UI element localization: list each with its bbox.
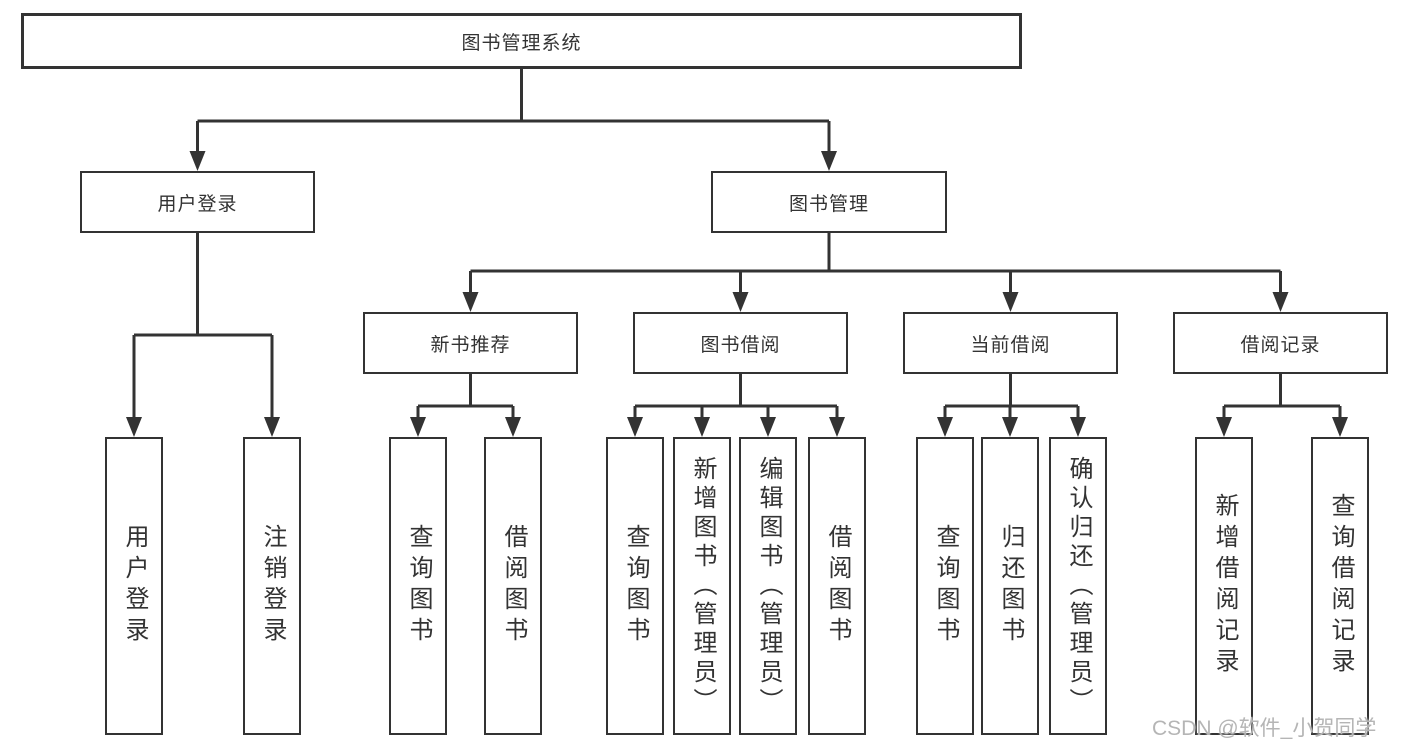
node-user-login: 用户登录 — [80, 171, 315, 233]
leaf-query-borrow-record: 查询借阅记录 — [1311, 437, 1369, 735]
node-label: 当前借阅 — [970, 334, 1051, 356]
node-label: 查询图书 — [405, 524, 432, 648]
node-label: 借阅记录 — [1240, 334, 1321, 356]
node-label: 借阅图书 — [824, 524, 851, 648]
node-label: 图书借阅 — [700, 334, 781, 356]
node-label: 新书推荐 — [430, 334, 511, 356]
node-label: 新增图书（管理员） — [689, 455, 716, 717]
csdn-watermark: CSDN @软件_小贺同学 — [1152, 717, 1377, 740]
node-label: 归还图书 — [997, 524, 1024, 648]
node-label: 查询图书 — [932, 524, 959, 648]
node-label: 确认归还（管理员） — [1065, 455, 1092, 717]
leaf-confirm-return-admin: 确认归还（管理员） — [1049, 437, 1107, 735]
node-book-borrowing: 图书借阅 — [633, 312, 848, 374]
arrowheads — [126, 151, 1348, 437]
leaf-logout: 注销登录 — [243, 437, 301, 735]
leaf-user-login: 用户登录 — [105, 437, 163, 735]
leaf-query-books-current: 查询图书 — [916, 437, 974, 735]
node-book-management: 图书管理 — [711, 171, 947, 233]
leaf-borrow-books: 借阅图书 — [808, 437, 866, 735]
node-label: 图书管理系统 — [461, 32, 582, 54]
node-label: 编辑图书（管理员） — [755, 455, 782, 717]
leaf-add-borrow-record: 新增借阅记录 — [1195, 437, 1253, 735]
node-borrowing-records: 借阅记录 — [1173, 312, 1388, 374]
leaf-return-books: 归还图书 — [981, 437, 1039, 735]
node-label: 新增借阅记录 — [1211, 493, 1238, 679]
node-label: 查询借阅记录 — [1327, 493, 1354, 679]
node-library-management-system: 图书管理系统 — [21, 13, 1022, 69]
node-label: 查询图书 — [622, 524, 649, 648]
leaf-query-books-recommend: 查询图书 — [389, 437, 447, 735]
node-label: 用户登录 — [157, 193, 238, 215]
leaf-borrow-books-recommend: 借阅图书 — [484, 437, 542, 735]
node-label: 用户登录 — [121, 524, 148, 648]
node-current-borrowing: 当前借阅 — [903, 312, 1118, 374]
node-label: 借阅图书 — [500, 524, 527, 648]
leaf-query-books-borrow: 查询图书 — [606, 437, 664, 735]
leaf-edit-books-admin: 编辑图书（管理员） — [739, 437, 797, 735]
node-new-book-recommendation: 新书推荐 — [363, 312, 578, 374]
node-label: 注销登录 — [259, 524, 286, 648]
leaf-add-books-admin: 新增图书（管理员） — [673, 437, 731, 735]
node-label: 图书管理 — [788, 193, 869, 215]
